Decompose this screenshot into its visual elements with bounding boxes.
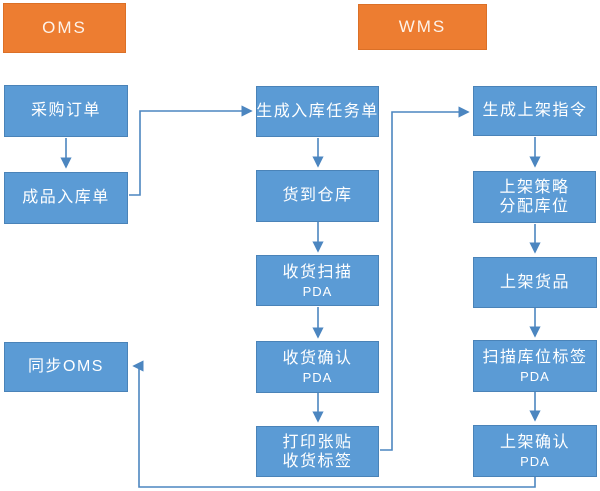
node-putaway-goods: 上架货品 — [473, 257, 597, 308]
node-generate-inbound-task: 生成入库任务单 — [256, 86, 379, 137]
node-putaway-strategy-line1: 上架策略 — [499, 179, 570, 196]
node-putaway-confirm: 上架确认 PDA — [473, 425, 597, 477]
header-wms-label: WMS — [398, 17, 447, 36]
node-receiving-scan-device: PDA — [302, 283, 333, 299]
node-sync-oms: 同步OMS — [4, 342, 128, 392]
node-generate-inbound-task-label: 生成入库任务单 — [256, 102, 379, 120]
node-scan-location-label: 扫描库位标签 PDA — [473, 340, 597, 392]
connector-finished-to-inbound-task — [129, 105, 253, 196]
node-putaway-goods-label: 上架货品 — [499, 273, 570, 291]
node-finished-inbound-order: 成品入库单 — [4, 172, 128, 224]
node-generate-putaway-instruction-label: 生成上架指令 — [482, 102, 588, 119]
node-receiving-scan: 收货扫描 PDA — [256, 255, 379, 306]
header-oms-label: OMS — [42, 18, 87, 37]
node-putaway-confirm-label: 上架确认 — [499, 434, 570, 451]
connector-putaway-confirm-to-sync-oms — [132, 360, 536, 488]
node-putaway-strategy: 上架策略 分配库位 — [473, 171, 596, 223]
node-putaway-confirm-device: PDA — [520, 454, 550, 469]
node-scan-location-label-label: 扫描库位标签 — [482, 349, 588, 366]
node-print-receiving-label: 打印张贴 收货标签 — [256, 426, 379, 477]
node-goods-arrive-warehouse: 货到仓库 — [256, 170, 379, 222]
node-generate-putaway-instruction: 生成上架指令 — [473, 86, 597, 136]
node-receiving-confirm-device: PDA — [302, 370, 333, 385]
header-wms: WMS — [358, 4, 487, 50]
node-receiving-confirm-label: 收货确认 — [282, 350, 353, 367]
node-sync-oms-label: 同步OMS — [28, 358, 104, 375]
node-purchase-order: 采购订单 — [4, 85, 128, 137]
node-scan-location-label-device: PDA — [520, 369, 550, 384]
node-putaway-strategy-line2: 分配库位 — [499, 198, 570, 215]
node-receiving-scan-label: 收货扫描 — [282, 263, 353, 281]
node-finished-inbound-order-label: 成品入库单 — [22, 189, 110, 206]
node-receiving-confirm: 收货确认 PDA — [256, 341, 379, 393]
node-print-receiving-label-line1: 打印张贴 — [282, 433, 353, 451]
connector-print-label-to-putaway-instruction — [380, 106, 470, 451]
header-oms: OMS — [3, 3, 126, 53]
node-print-receiving-label-line2: 收货标签 — [282, 452, 353, 470]
node-purchase-order-label: 采购订单 — [30, 102, 101, 119]
node-goods-arrive-warehouse-label: 货到仓库 — [282, 187, 353, 204]
